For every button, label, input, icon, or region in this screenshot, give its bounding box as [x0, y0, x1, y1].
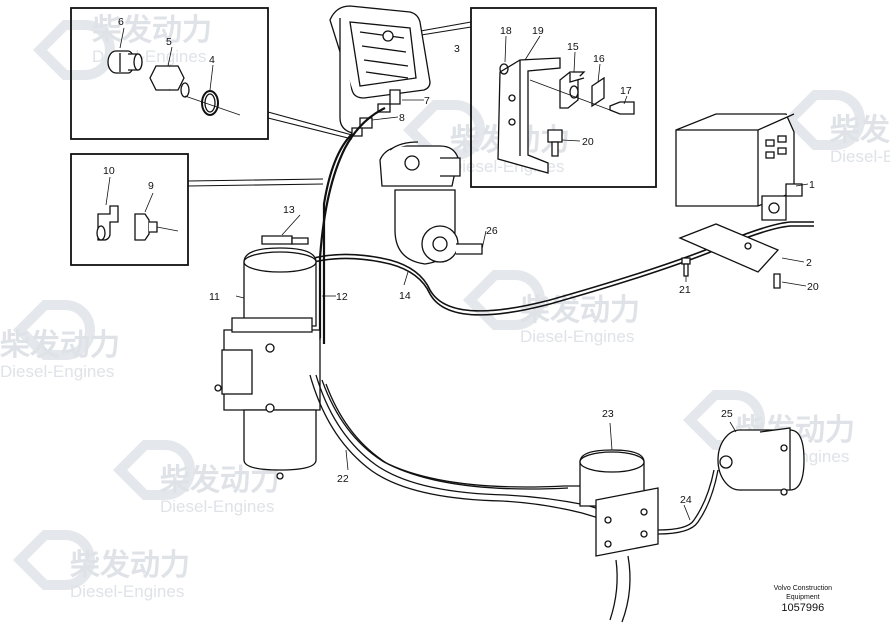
part-4-o-ring — [201, 90, 219, 116]
footer-company-line2: Equipment — [786, 594, 820, 601]
detail-leader-lines — [187, 21, 472, 187]
part-22-hose — [315, 374, 607, 512]
part-15-clamp — [559, 71, 586, 109]
main-assembly — [214, 5, 814, 623]
callout-8: 8 — [399, 112, 405, 124]
part-18-washer — [499, 63, 509, 75]
callout-26: 26 — [486, 225, 498, 237]
callout-11: 11 — [209, 291, 220, 303]
callout-20: 20 — [807, 281, 819, 293]
watermark-cn-text: 柴发动力 — [70, 548, 190, 583]
callout-20-detail: 20 — [582, 136, 594, 148]
part-19-bracket — [497, 57, 561, 174]
part-23-reservoir — [579, 422, 659, 623]
footer-doc-number: 1057996 — [781, 602, 825, 614]
part-20-bolt-detail — [547, 129, 563, 157]
part-17-screw — [529, 79, 635, 115]
callout-22: 22 — [337, 473, 349, 485]
watermark-cn-text: 柴发动力 — [0, 328, 120, 363]
part-5-nut — [149, 65, 241, 116]
callout-15: 15 — [567, 41, 579, 53]
part-16-plate — [591, 76, 605, 108]
watermark-logo-icon — [12, 20, 865, 590]
callout-7: 7 — [424, 95, 430, 107]
callout-1: 1 — [809, 179, 815, 191]
part-26-compressor — [379, 141, 487, 265]
part-24-hose — [657, 469, 715, 531]
callout-13: 13 — [283, 204, 295, 216]
part-2-mounting-plate — [678, 223, 805, 273]
watermark-en-text: Diesel-Engines — [0, 362, 114, 381]
watermark-cn-text: 柴发动力 — [830, 113, 890, 148]
detail-box-elbow — [70, 153, 189, 266]
part-25-pump — [717, 421, 805, 496]
part-10-elbow — [96, 205, 119, 241]
callout-16: 16 — [593, 53, 605, 65]
callout-19: 19 — [532, 25, 544, 37]
callout-3: 3 — [454, 43, 460, 55]
callout-21: 21 — [679, 284, 691, 296]
watermark-en-text: Diesel-Engines — [160, 497, 274, 516]
callout-23: 23 — [602, 408, 614, 420]
diagram-footer: Volvo Construction Equipment 1057996 — [774, 584, 832, 615]
watermark-en-text: Diesel-Engines — [70, 582, 184, 601]
part-20-bolt — [773, 273, 807, 289]
part-1-control-box — [675, 113, 809, 221]
callout-25: 25 — [721, 408, 733, 420]
watermark-en-text: Diesel-Engines — [520, 327, 634, 346]
callout-5: 5 — [166, 36, 172, 48]
footer-company-line1: Volvo Construction — [773, 585, 832, 592]
callout-10: 10 — [103, 165, 115, 177]
watermark-en-text: Diesel-Engines — [830, 147, 890, 166]
callout-4: 4 — [209, 54, 215, 66]
watermark-layer: 柴发动力 Diesel-Engines 柴发动力 Diesel-Engines … — [0, 13, 890, 601]
callout-labels: 6 5 4 10 9 3 7 8 18 19 15 16 17 20 1 13 … — [103, 16, 819, 506]
callout-24: 24 — [680, 494, 692, 506]
part-9-connector — [134, 213, 179, 241]
part-21-bolt — [681, 257, 691, 282]
detail-box-fittings — [70, 7, 269, 140]
detail-box-bracket — [470, 7, 657, 188]
callout-9: 9 — [148, 180, 154, 192]
callout-18: 18 — [500, 25, 512, 37]
part-3-valve-block — [329, 5, 431, 135]
part-11-air-dryer — [214, 247, 321, 480]
callout-14: 14 — [399, 290, 411, 302]
callout-12: 12 — [336, 291, 348, 303]
callout-6: 6 — [118, 16, 124, 28]
callout-17: 17 — [620, 85, 632, 97]
part-6-nipple — [107, 50, 143, 74]
callout-2: 2 — [806, 257, 812, 269]
watermark-cn-text: 柴发动力 — [92, 13, 212, 48]
part-13-connector — [261, 214, 309, 245]
watermark-cn-text: 柴发动力 — [520, 293, 640, 328]
